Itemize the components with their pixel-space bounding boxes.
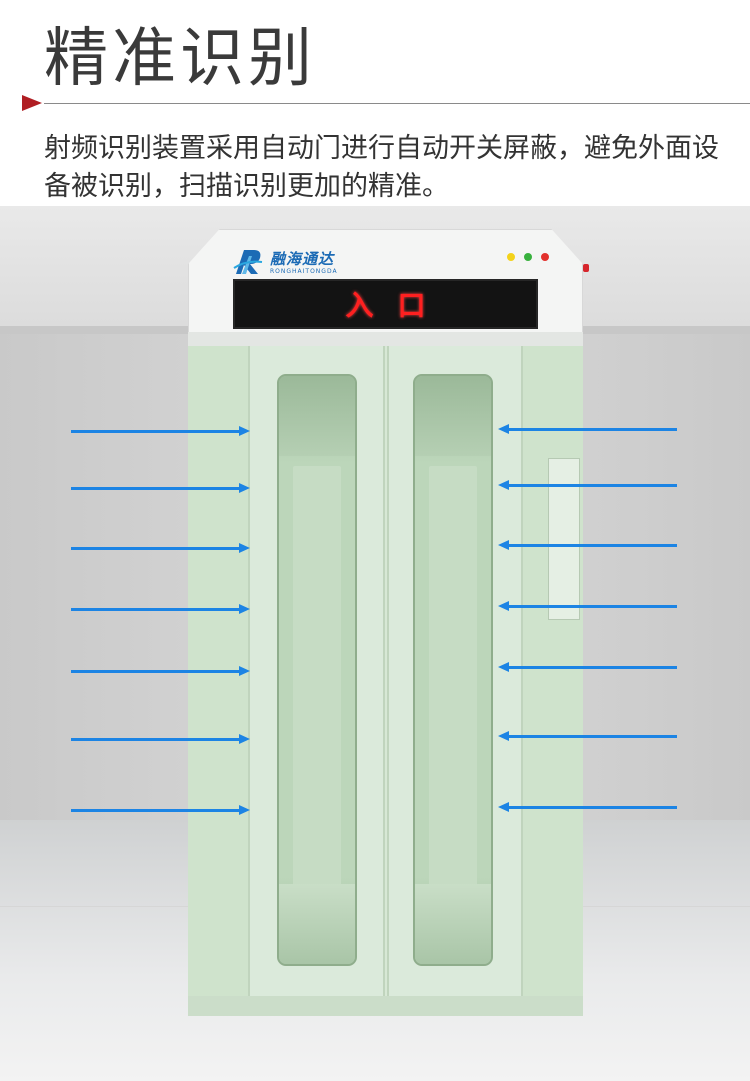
rf-arrow-left-4	[71, 604, 250, 614]
rf-arrow-left-5	[71, 666, 250, 676]
cabinet-top-shadow	[188, 332, 583, 346]
door-window-left	[277, 374, 357, 966]
logo-subtitle: RONGHAITONGDA	[270, 268, 338, 275]
rf-arrow-left-2	[71, 483, 250, 493]
brand-logo: 融海通达 RONGHAITONGDA	[232, 244, 352, 282]
display-text: 入口	[345, 289, 450, 322]
rf-arrow-right-1	[498, 424, 677, 434]
rf-arrow-left-1	[71, 426, 250, 436]
product-illustration: 融海通达 RONGHAITONGDA 入口	[0, 206, 750, 1081]
rf-arrow-right-4	[498, 601, 677, 611]
title-marker	[22, 95, 42, 111]
page-title: 精准识别	[44, 22, 316, 96]
logo-name: 融海通达	[270, 250, 335, 268]
led-display: 入口	[233, 279, 538, 329]
side-handle	[548, 458, 580, 620]
rf-arrow-right-2	[498, 480, 677, 490]
door-window-right	[413, 374, 493, 966]
rf-arrow-left-3	[71, 543, 250, 553]
description-text: 射频识别装置采用自动门进行自动开关屏蔽，避免外面设备被识别，扫描识别更加的精准。	[44, 133, 719, 202]
cabinet-base	[188, 996, 583, 1016]
status-light-side	[583, 264, 589, 272]
rf-arrow-left-6	[71, 734, 250, 744]
logo-mark-icon	[233, 250, 263, 274]
green-led-icon	[524, 253, 532, 261]
rf-arrow-right-3	[498, 540, 677, 550]
yellow-led-icon	[507, 253, 515, 261]
title-divider	[44, 103, 750, 104]
rf-arrow-left-7	[71, 805, 250, 815]
rf-arrow-right-5	[498, 662, 677, 672]
rf-arrow-right-7	[498, 802, 677, 812]
cabinet-side-right	[523, 346, 583, 996]
red-led-icon	[541, 253, 549, 261]
rf-arrow-right-6	[498, 731, 677, 741]
